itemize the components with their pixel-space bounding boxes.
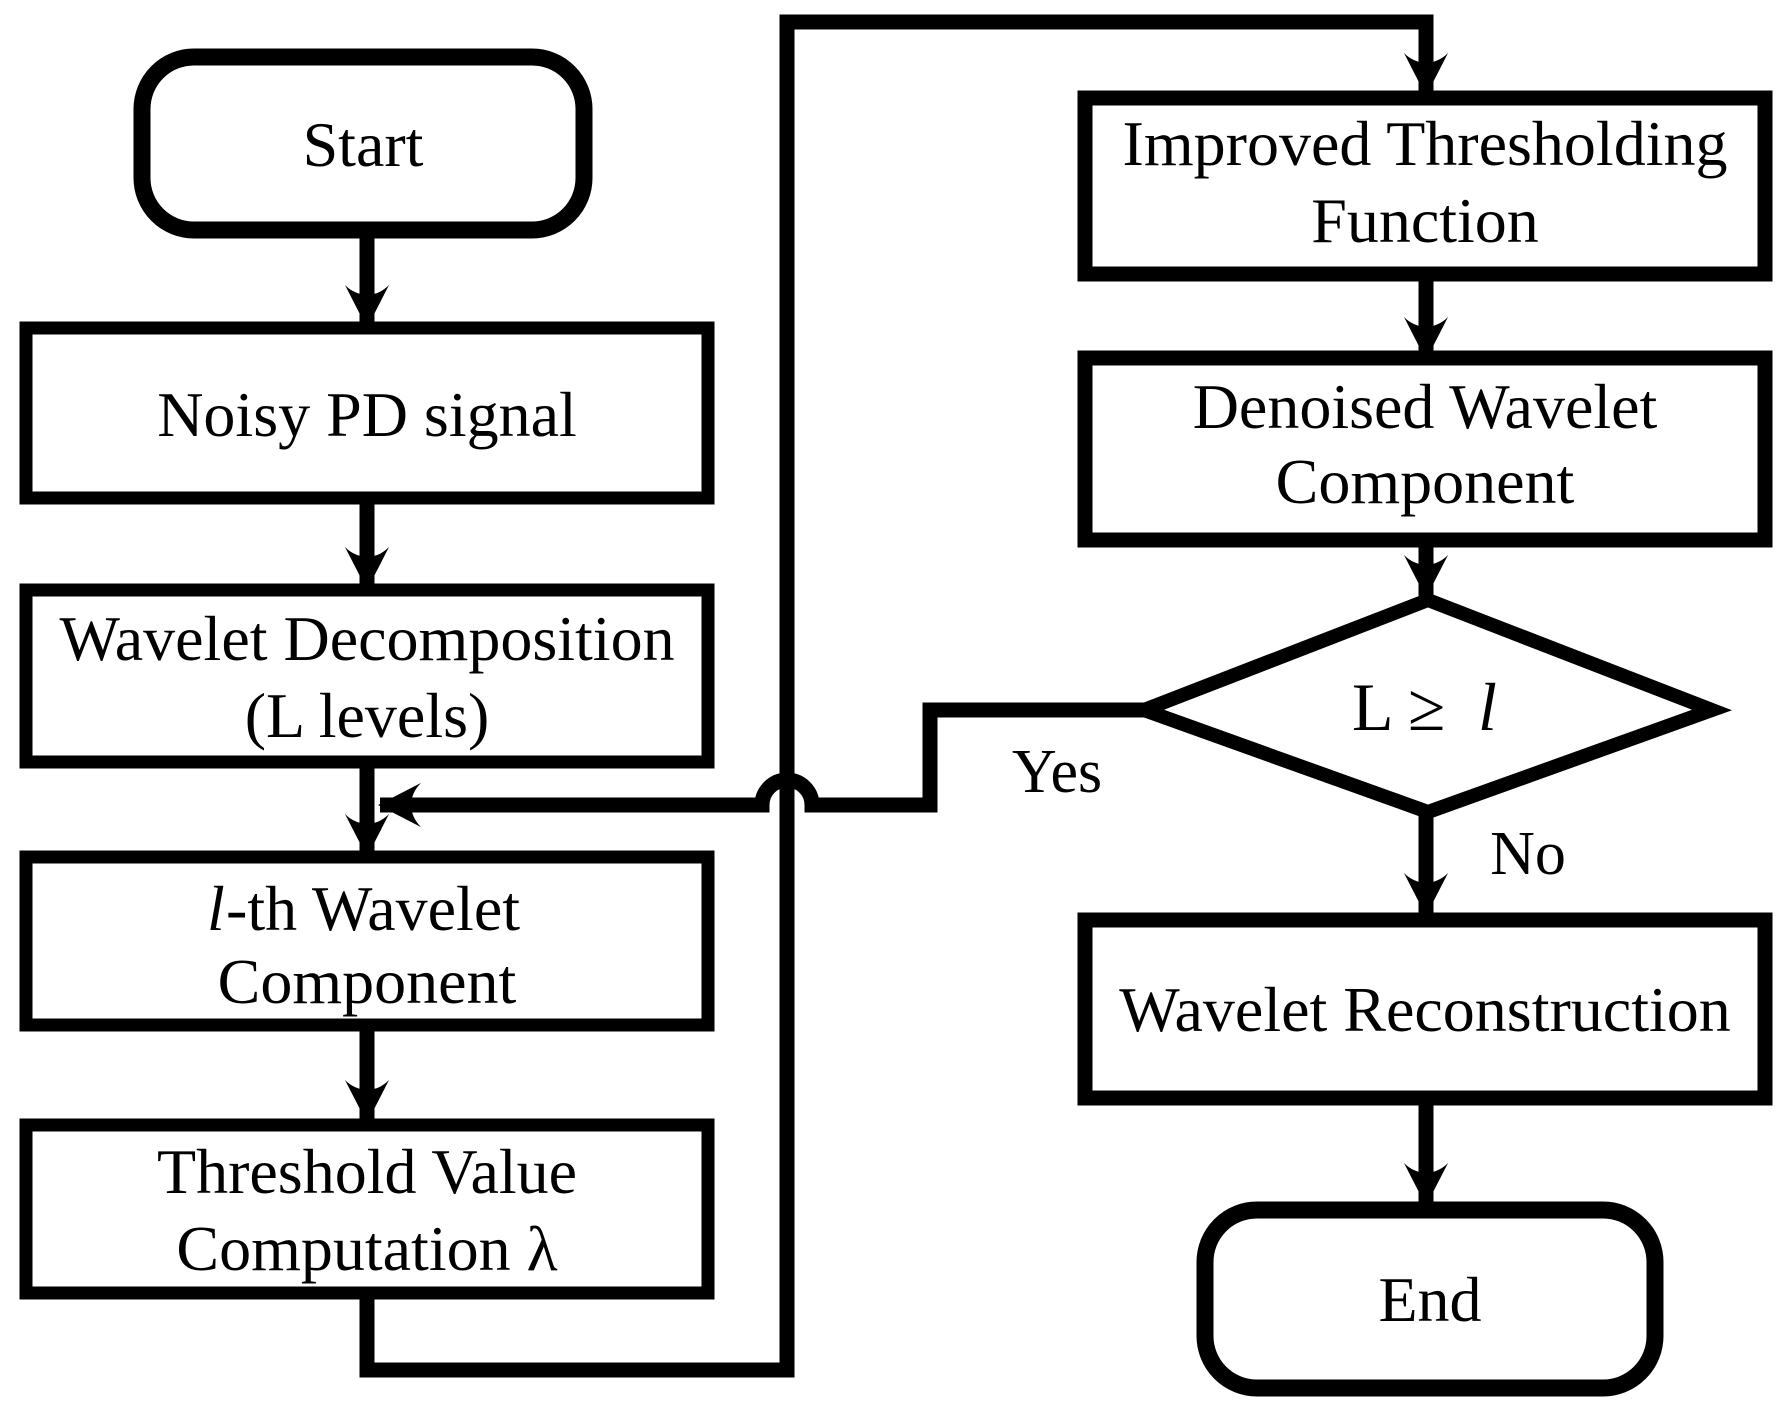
threshold-computation-node: Threshold Value Computation λ: [19, 1118, 715, 1300]
loop-connector-threshold-to-improved: [359, 14, 1449, 1378]
denoised-component-shape: [1077, 350, 1773, 548]
denoised-label-line2: Component: [1276, 446, 1575, 517]
no-branch-label: No: [1490, 820, 1566, 888]
noisy-pd-signal-node: Noisy PD signal: [19, 321, 715, 505]
start-shape: [133, 48, 593, 239]
decision-diamond-node: L ≥ l: [1123, 592, 1733, 820]
decision-expression-rhs: l: [1478, 669, 1497, 745]
threshold-label-line1: Threshold Value: [157, 1136, 577, 1207]
wavelet-reconstruction-node: Wavelet Reconstruction: [1077, 912, 1773, 1106]
yes-branch-label: Yes: [1012, 738, 1102, 806]
connectors: [344, 14, 1449, 1378]
end-label: End: [1378, 1264, 1481, 1335]
lth-wavelet-component-node: l -th Wavelet Component: [19, 850, 715, 1032]
end-shape: [1196, 1201, 1664, 1397]
noisy-pd-signal-label: Noisy PD signal: [157, 379, 577, 450]
wavelet-reconstruction-label: Wavelet Reconstruction: [1119, 974, 1731, 1045]
lth-wavelet-component-shape: [19, 850, 715, 1032]
end-node: End: [1196, 1201, 1664, 1397]
denoised-label-line1: Denoised Wavelet: [1193, 371, 1658, 442]
lth-label-italic-l: l: [207, 873, 225, 944]
lth-label-line1: -th Wavelet: [226, 873, 520, 944]
lth-label-line2: Component: [218, 946, 517, 1017]
noisy-pd-signal-shape: [19, 321, 715, 505]
improved-label-line2: Function: [1311, 185, 1539, 256]
wavelet-decomposition-label-line1: Wavelet Decomposition: [59, 603, 674, 674]
improved-thresholding-node: Improved Thresholding Function: [1077, 90, 1773, 282]
threshold-computation-shape: [19, 1118, 715, 1300]
wavelet-decomposition-shape: [19, 583, 715, 769]
improved-thresholding-shape: [1077, 90, 1773, 282]
threshold-label-line2: Computation λ: [176, 1213, 557, 1284]
wavelet-decomposition-node: Wavelet Decomposition (L levels): [19, 583, 715, 769]
decision-diamond-shape: [1123, 592, 1733, 820]
improved-label-line1: Improved Thresholding: [1123, 108, 1728, 179]
denoised-component-node: Denoised Wavelet Component: [1077, 350, 1773, 548]
start-node: Start: [133, 48, 593, 239]
wavelet-decomposition-label-line2: (L levels): [245, 680, 490, 751]
start-label: Start: [303, 109, 424, 180]
wavelet-reconstruction-shape: [1077, 912, 1773, 1106]
decision-expression-lhs: L ≥: [1352, 669, 1445, 745]
